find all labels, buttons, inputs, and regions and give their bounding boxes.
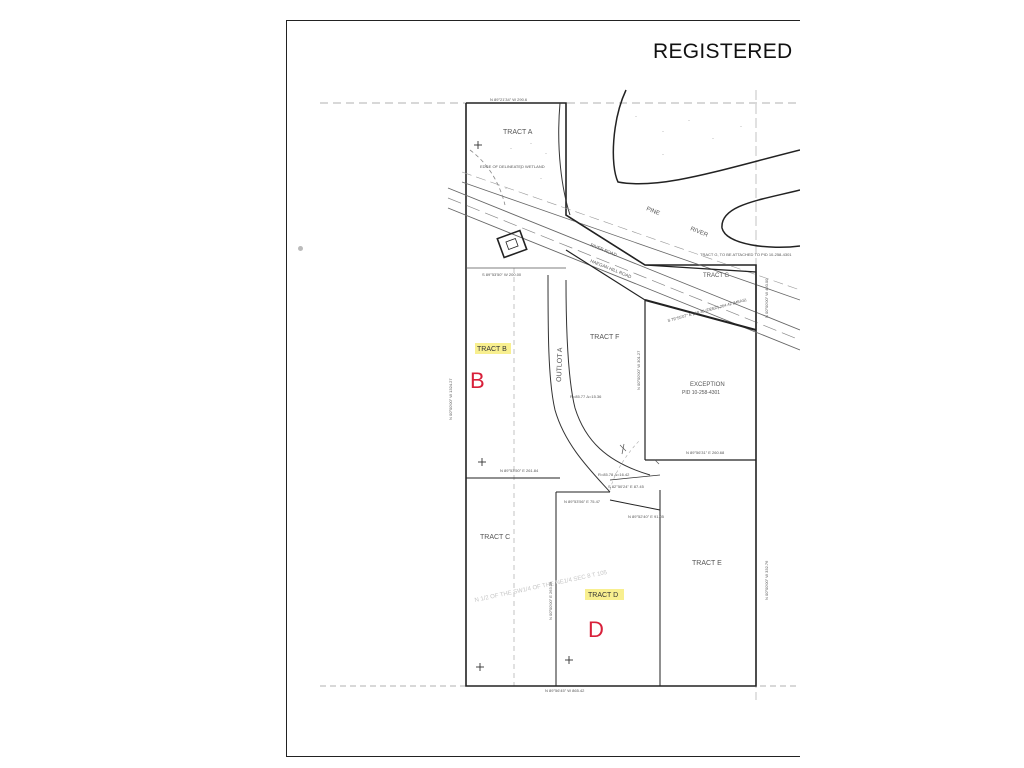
building-inner [505,238,519,250]
scan-speck [298,246,303,251]
svg-text:·: · [530,141,532,147]
svg-text:·: · [505,186,507,192]
svg-text:·: · [662,152,664,158]
label-tract-c: TRACT C [480,534,510,541]
title-clip: REGISTERED L [640,36,800,70]
tract-d-highlight [585,589,624,600]
sheet-border-bottom [286,756,800,757]
shore-line [558,102,571,216]
bearing-curve1: R=85.77 Δ=15.36 [570,394,602,399]
bearing-left-side: N 00°00'00" W 1324.27 [448,378,453,420]
building-outline [496,229,528,259]
bearing-seg1: S 82°50'24" E 87.45 [608,484,645,489]
plus-markers [474,141,573,671]
label-wetland: EDGE OF DELINEATED WETLAND [480,164,545,169]
svg-text:·: · [740,124,742,130]
label-exception: EXCEPTION [690,382,725,388]
svg-text:·: · [688,118,690,124]
sheet-border-top [286,20,800,21]
outlot-east-curve [565,279,651,476]
wetland-edge [469,149,506,206]
road-edge-2 [447,207,800,351]
river-bank-south [721,189,800,249]
outlot-west-curve [547,274,611,493]
svg-text:·: · [635,114,637,120]
road-edge-1 [447,187,800,331]
svg-text:·: · [545,151,547,157]
bearing-right-side: N 00°00'00" W 460.00 [764,278,769,318]
tree-symbols [619,443,660,465]
label-river-pine: PINE [645,206,660,217]
wetland-symbols: · · · · · · · · · · · · [505,114,742,192]
bearing-e-right: N 00°00'00" W 332.76 [764,560,769,600]
bearing-d-line2: N 89°52'40" E 91.05 [628,514,665,519]
label-tract-b-big: B [470,368,485,393]
bearing-top: N 89°21'34" W 290.6 [490,97,528,102]
bearing-bottom: N 89°56'45" W 865.42 [545,688,585,693]
outlot-end-line [609,474,661,481]
label-tract-a: TRACT A [503,129,533,136]
tract-g-south-line [644,299,757,331]
survey-sheet [286,20,800,757]
label-river: RIVER [689,226,709,239]
label-tract-d-highlight: TRACT D [588,592,618,599]
svg-text:·: · [520,166,522,172]
bearing-curve2: R=85.78 Δ=16.42 [598,472,630,477]
document-title: REGISTERED L [653,40,800,63]
road-center-1 [447,197,800,341]
label-exception-pid: PID 10-258-4301 [682,390,720,396]
svg-text:·: · [540,176,542,182]
road-edge-3 [461,181,800,301]
label-tract-f: TRACT F [590,334,619,341]
bearing-mid-v1: N 00°00'00" W 301.27 [636,350,641,390]
dashed-note-line [609,439,641,491]
tract-g-boundary [565,214,757,331]
tract-d-north-line-b [609,499,661,511]
label-tract-d-big: D [588,617,604,642]
bearing-b-line: S 89°53'50" W 200.00 [482,272,522,277]
label-attach-note: TRACT G, TO BE ATTACHED TO PID 10-258-43… [700,252,792,257]
label-tract-b-highlight: TRACT B [477,346,507,353]
label-tract-e: TRACT E [692,560,722,567]
river-bank-north [612,89,800,185]
svg-text:·: · [712,136,714,142]
svg-text:·: · [662,129,664,135]
bearing-c-line: N 89°53'50" E 261.84 [500,468,539,473]
bearing-d-line1: N 89°53'56" E 75.47 [564,499,601,504]
svg-text:·: · [510,146,512,152]
label-outlot: OUTLOT A [556,347,564,382]
bearing-mid-v2: N 00°00'00" E 263.09 [548,581,553,620]
label-tract-g: TRACT G [703,273,730,279]
sheet-border-left [286,20,287,757]
tract-b-highlight [475,343,511,354]
bearing-e-line: N 89°56'31" E 260.68 [686,450,725,455]
